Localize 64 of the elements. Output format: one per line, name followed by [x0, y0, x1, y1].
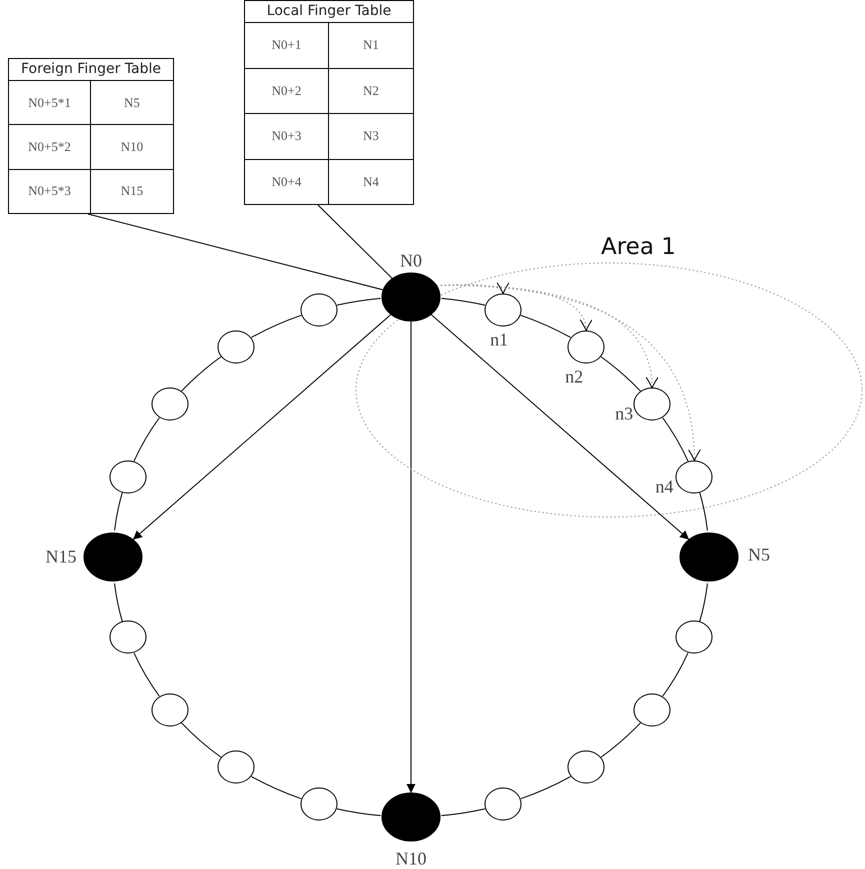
table-cell: N1	[363, 37, 379, 54]
table-cell: N4	[363, 174, 379, 190]
finger-table	[8, 58, 174, 214]
leader-line	[88, 214, 384, 290]
node-label: n4	[655, 476, 674, 498]
ring-line	[180, 722, 222, 758]
table-cell: N10	[120, 138, 144, 155]
ring-line	[440, 298, 486, 306]
ring-line	[662, 417, 689, 462]
table-cell: N0+3	[272, 128, 302, 144]
table-cell: N0+5*1	[28, 94, 71, 111]
node-circle	[216, 750, 255, 784]
node-circle	[108, 620, 147, 654]
arrow	[430, 314, 690, 540]
ring-line	[133, 417, 160, 462]
table-cell: N0+1	[272, 37, 302, 54]
ring-line	[114, 492, 123, 532]
table-cell: N2	[363, 82, 379, 99]
node-label: N15	[46, 546, 76, 568]
ring-line	[600, 356, 642, 392]
table-cell: N3	[363, 128, 379, 144]
node-label: n2	[565, 366, 584, 388]
ring-line	[699, 492, 708, 532]
node-label: n1	[490, 329, 508, 350]
table-cell: N0+2	[272, 82, 302, 99]
table-cell: N0+5*2	[28, 138, 71, 155]
ring-line	[520, 776, 572, 800]
node-label: N0	[400, 250, 422, 272]
table-title: Local Finger Table	[245, 1, 413, 23]
ring-line	[250, 314, 302, 338]
ring-line	[250, 776, 302, 800]
node-circle	[484, 787, 522, 822]
node-circle	[150, 387, 189, 422]
node-circle	[633, 692, 672, 727]
arrow	[132, 314, 392, 540]
ring-line	[600, 722, 642, 758]
ring-line	[440, 808, 486, 816]
node-circle	[216, 330, 255, 364]
ring-line	[336, 298, 382, 306]
ring-line	[180, 356, 222, 392]
leader-line	[318, 204, 393, 280]
table-cell: N15	[120, 183, 144, 200]
arrow	[406, 320, 416, 794]
ring-line	[520, 314, 572, 338]
node-circle	[675, 620, 714, 654]
ring-line	[699, 582, 708, 622]
node-circle	[567, 750, 606, 784]
node-circle	[108, 460, 147, 494]
ring-line	[336, 808, 382, 816]
table-cell: N5	[124, 94, 140, 111]
finger-table	[244, 0, 414, 205]
node-circle	[150, 692, 189, 727]
table-cell: N0+4	[272, 174, 302, 190]
node-circle	[300, 787, 338, 822]
node-label: n3	[615, 404, 634, 425]
ring-line	[133, 652, 160, 697]
node-label: N5	[748, 544, 770, 566]
table-cell: N0+5*3	[28, 183, 71, 200]
ring-line	[662, 652, 689, 697]
ring-line	[114, 582, 123, 622]
node-label: N10	[396, 848, 426, 869]
area-label: Area 1	[601, 234, 676, 260]
node-circle	[300, 292, 338, 327]
table-title: Foreign Finger Table	[9, 59, 173, 81]
